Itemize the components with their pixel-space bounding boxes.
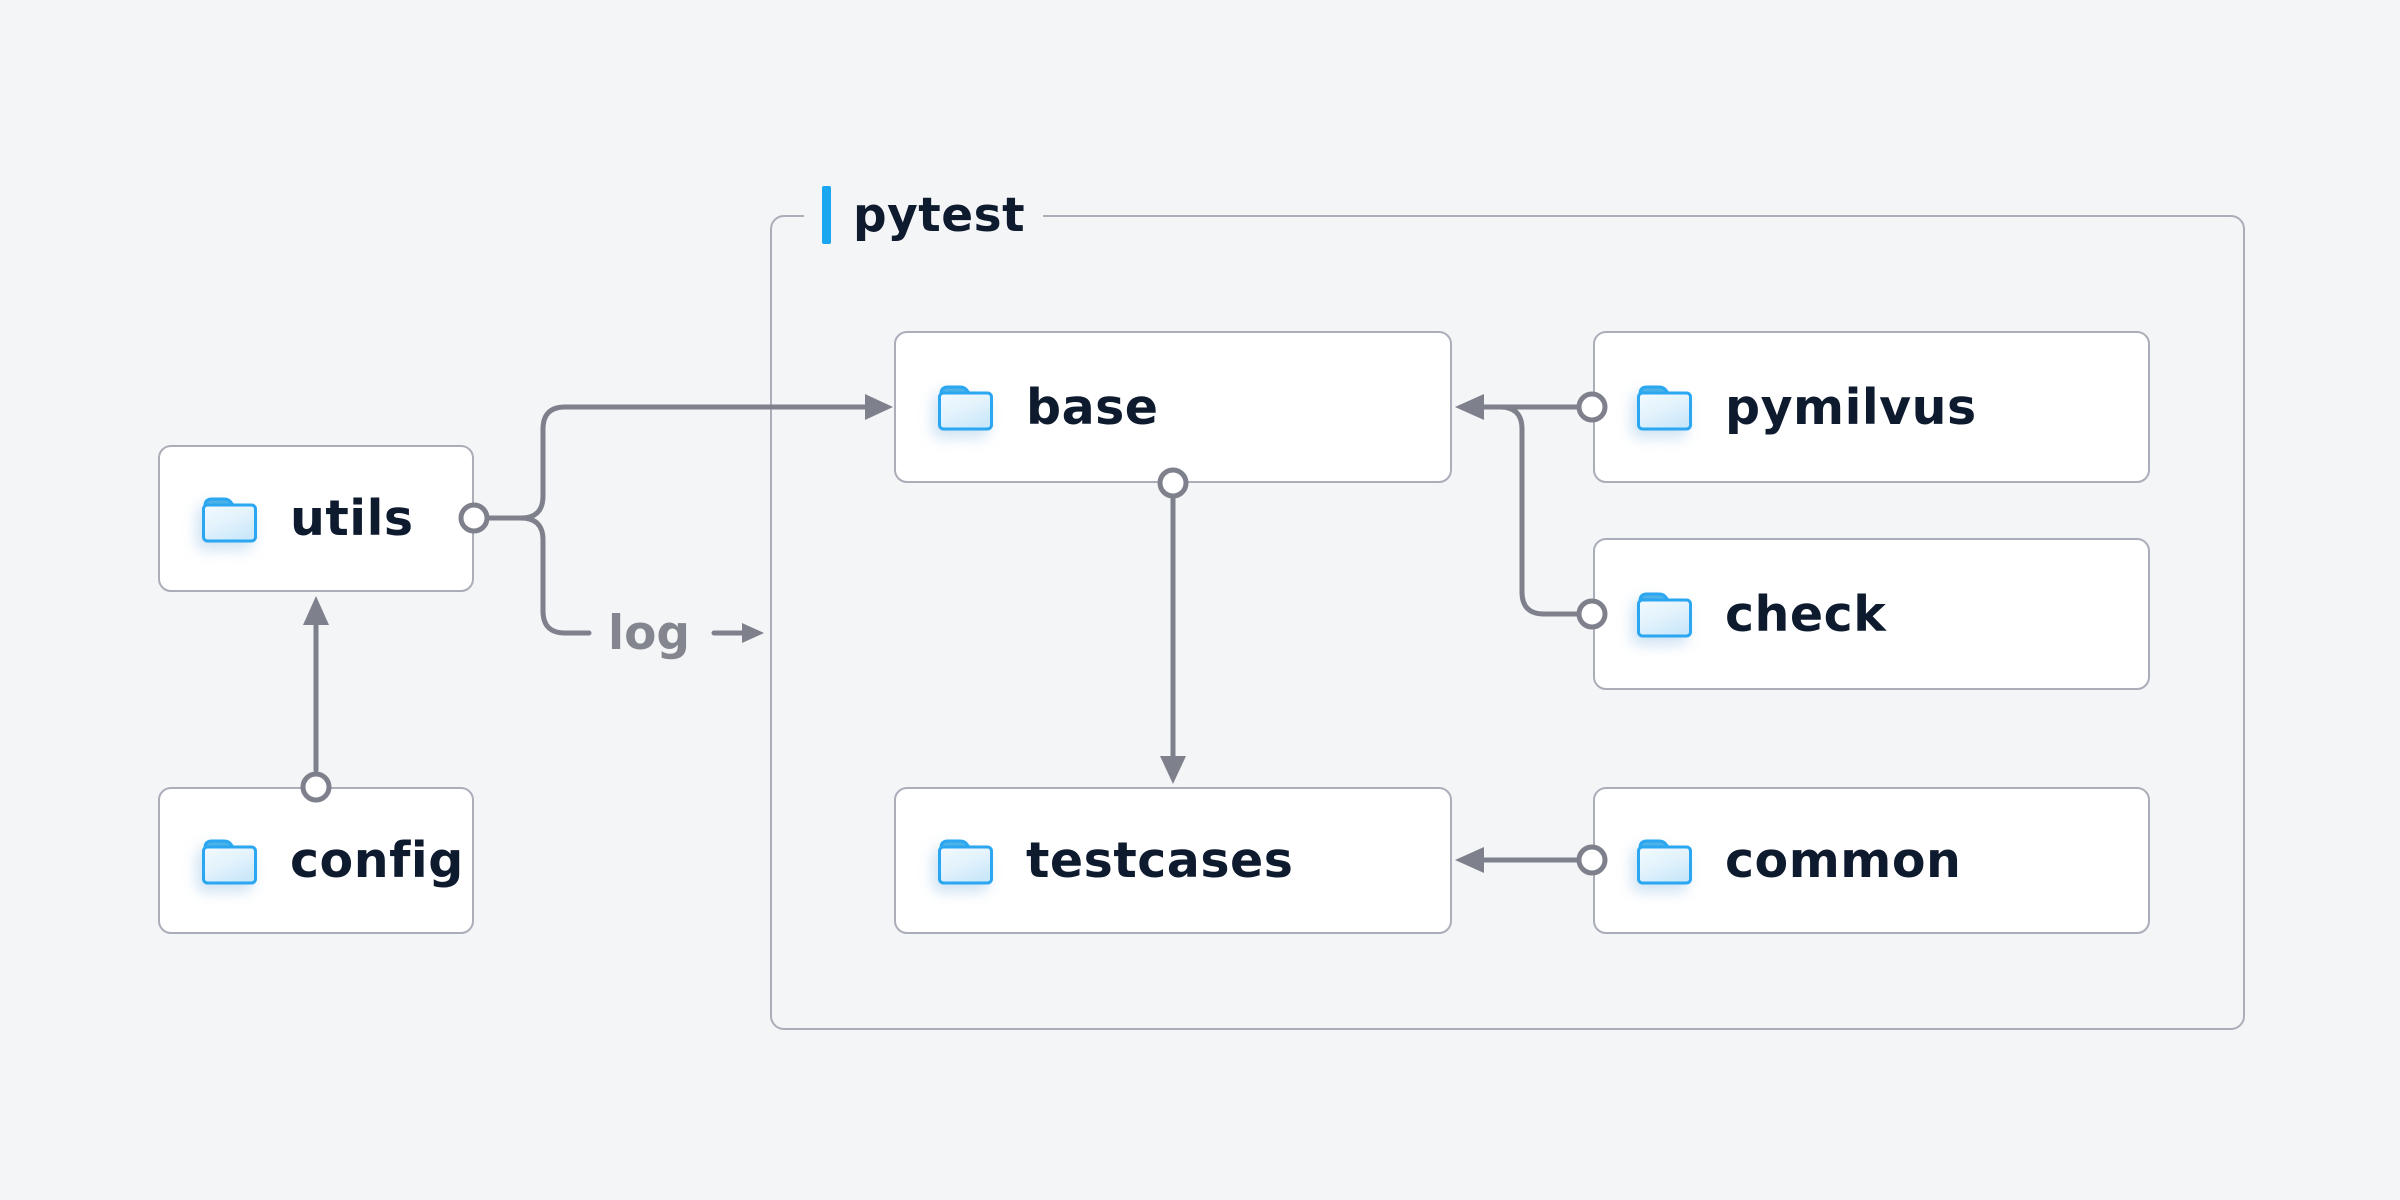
node-label: common bbox=[1725, 832, 1962, 889]
folder-icon bbox=[196, 493, 262, 545]
edge-log-arrow bbox=[711, 623, 764, 643]
folder-icon bbox=[932, 835, 998, 887]
folder-icon bbox=[196, 835, 262, 887]
node-label: utils bbox=[290, 490, 414, 547]
node-label: config bbox=[290, 832, 464, 889]
arrowhead bbox=[742, 623, 764, 643]
node-label: check bbox=[1725, 585, 1887, 643]
accent-bar-icon bbox=[822, 186, 831, 244]
arrowhead bbox=[303, 596, 329, 625]
node-pymilvus: pymilvus bbox=[1593, 331, 2150, 483]
edge-config-utils bbox=[303, 596, 329, 773]
folder-icon bbox=[1631, 835, 1697, 887]
folder-icon bbox=[1631, 588, 1697, 640]
group-label-text: pytest bbox=[853, 187, 1026, 243]
node-utils: utils bbox=[158, 445, 474, 592]
node-label: pymilvus bbox=[1725, 378, 1977, 436]
node-label: base bbox=[1026, 378, 1159, 436]
pytest-group-label: pytest bbox=[804, 184, 1044, 246]
pytest-group-container bbox=[770, 215, 2245, 1030]
folder-icon bbox=[1631, 381, 1697, 433]
edge-utils-log bbox=[518, 515, 592, 636]
node-base: base bbox=[894, 331, 1452, 483]
node-common: common bbox=[1593, 787, 2150, 934]
node-config: config bbox=[158, 787, 474, 934]
node-check: check bbox=[1593, 538, 2150, 690]
folder-icon bbox=[932, 381, 998, 433]
node-testcases: testcases bbox=[894, 787, 1452, 934]
edge-label-log: log bbox=[608, 605, 691, 661]
node-label: testcases bbox=[1026, 832, 1294, 889]
